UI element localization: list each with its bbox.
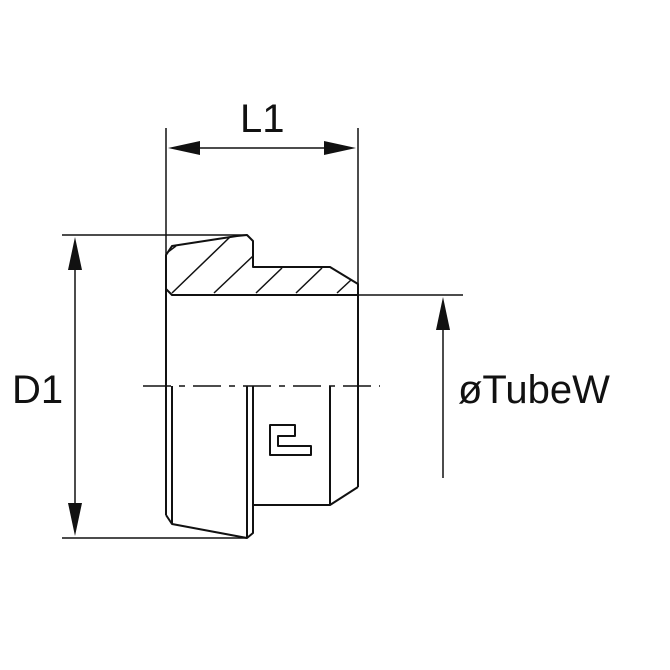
outer-view <box>165 386 359 539</box>
marking-symbol <box>269 424 312 456</box>
l1-dimension: L1 <box>165 97 359 386</box>
tube-dimension: øTubeW <box>172 294 610 478</box>
l1-label: L1 <box>240 97 285 141</box>
section-view <box>165 234 359 515</box>
d1-dimension: D1 <box>12 234 247 539</box>
tube-label: øTubeW <box>458 368 610 412</box>
d1-label: D1 <box>12 368 63 412</box>
